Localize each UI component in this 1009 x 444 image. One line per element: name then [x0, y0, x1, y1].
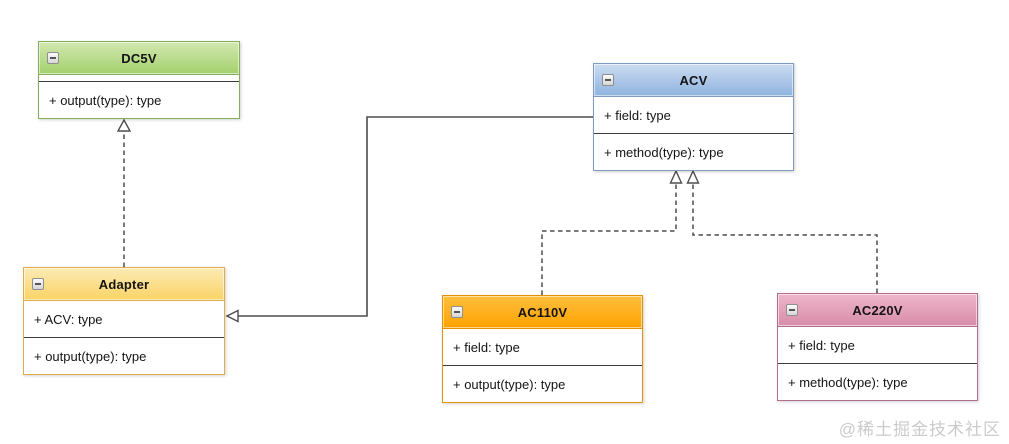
- class-header: AC220V: [778, 294, 977, 327]
- methods-compartment: + output(type): type: [39, 81, 239, 118]
- field-text: + field: type: [453, 339, 520, 355]
- fields-compartment: + ACV: type: [24, 301, 224, 337]
- watermark-text: @稀土掘金技术社区: [838, 420, 1001, 439]
- class-title: DC5V: [121, 50, 157, 66]
- minus-glyph: [50, 57, 56, 59]
- class-box-ac220v[interactable]: AC220V + field: type + method(type): typ…: [777, 293, 978, 401]
- minus-glyph: [605, 79, 611, 81]
- hollow-triangle-arrowhead: [686, 169, 700, 184]
- field-text: + ACV: type: [34, 311, 103, 327]
- realization-connector-ac220v-acv[interactable]: [686, 169, 878, 293]
- class-box-ac110v[interactable]: AC110V + field: type + output(type): typ…: [442, 295, 643, 403]
- class-title: AC110V: [517, 304, 568, 320]
- methods-compartment: + method(type): type: [778, 363, 977, 400]
- class-box-acv[interactable]: ACV + field: type + method(type): type: [593, 63, 794, 171]
- method-text: + method(type): type: [604, 144, 724, 160]
- fields-compartment: + field: type: [778, 327, 977, 363]
- methods-compartment: + method(type): type: [594, 133, 793, 170]
- method-text: + output(type): type: [453, 376, 566, 392]
- minus-glyph: [454, 311, 460, 313]
- hollow-triangle-arrowhead: [116, 118, 132, 132]
- methods-compartment: + output(type): type: [24, 337, 224, 374]
- method-text: + output(type): type: [49, 92, 162, 108]
- class-header: ACV: [594, 64, 793, 97]
- class-title: Adapter: [98, 276, 150, 292]
- class-title: ACV: [679, 72, 708, 88]
- field-text: + field: type: [604, 107, 671, 123]
- fields-compartment: [39, 75, 239, 81]
- hollow-triangle-arrowhead: [669, 169, 683, 184]
- association-connector-acv-adapter[interactable]: [225, 116, 593, 323]
- hollow-triangle-arrowhead: [225, 309, 239, 323]
- collapse-icon[interactable]: [786, 304, 798, 316]
- minus-glyph: [789, 309, 795, 311]
- realization-connector-ac110v-acv[interactable]: [541, 169, 683, 295]
- method-text: + method(type): type: [788, 374, 908, 390]
- realization-connector-adapter-dc5v[interactable]: [116, 118, 132, 267]
- fields-compartment: + field: type: [594, 97, 793, 133]
- methods-compartment: + output(type): type: [443, 365, 642, 402]
- collapse-icon[interactable]: [32, 278, 44, 290]
- collapse-icon[interactable]: [602, 74, 614, 86]
- minus-glyph: [35, 283, 41, 285]
- fields-compartment: + field: type: [443, 329, 642, 365]
- class-title: AC220V: [852, 302, 903, 318]
- class-box-adapter[interactable]: Adapter + ACV: type + output(type): type: [23, 267, 225, 375]
- collapse-icon[interactable]: [451, 306, 463, 318]
- class-header: DC5V: [39, 42, 239, 75]
- class-box-dc5v[interactable]: DC5V + output(type): type: [38, 41, 240, 119]
- class-header: Adapter: [24, 268, 224, 301]
- field-text: + field: type: [788, 337, 855, 353]
- class-header: AC110V: [443, 296, 642, 329]
- method-text: + output(type): type: [34, 348, 147, 364]
- collapse-icon[interactable]: [47, 52, 59, 64]
